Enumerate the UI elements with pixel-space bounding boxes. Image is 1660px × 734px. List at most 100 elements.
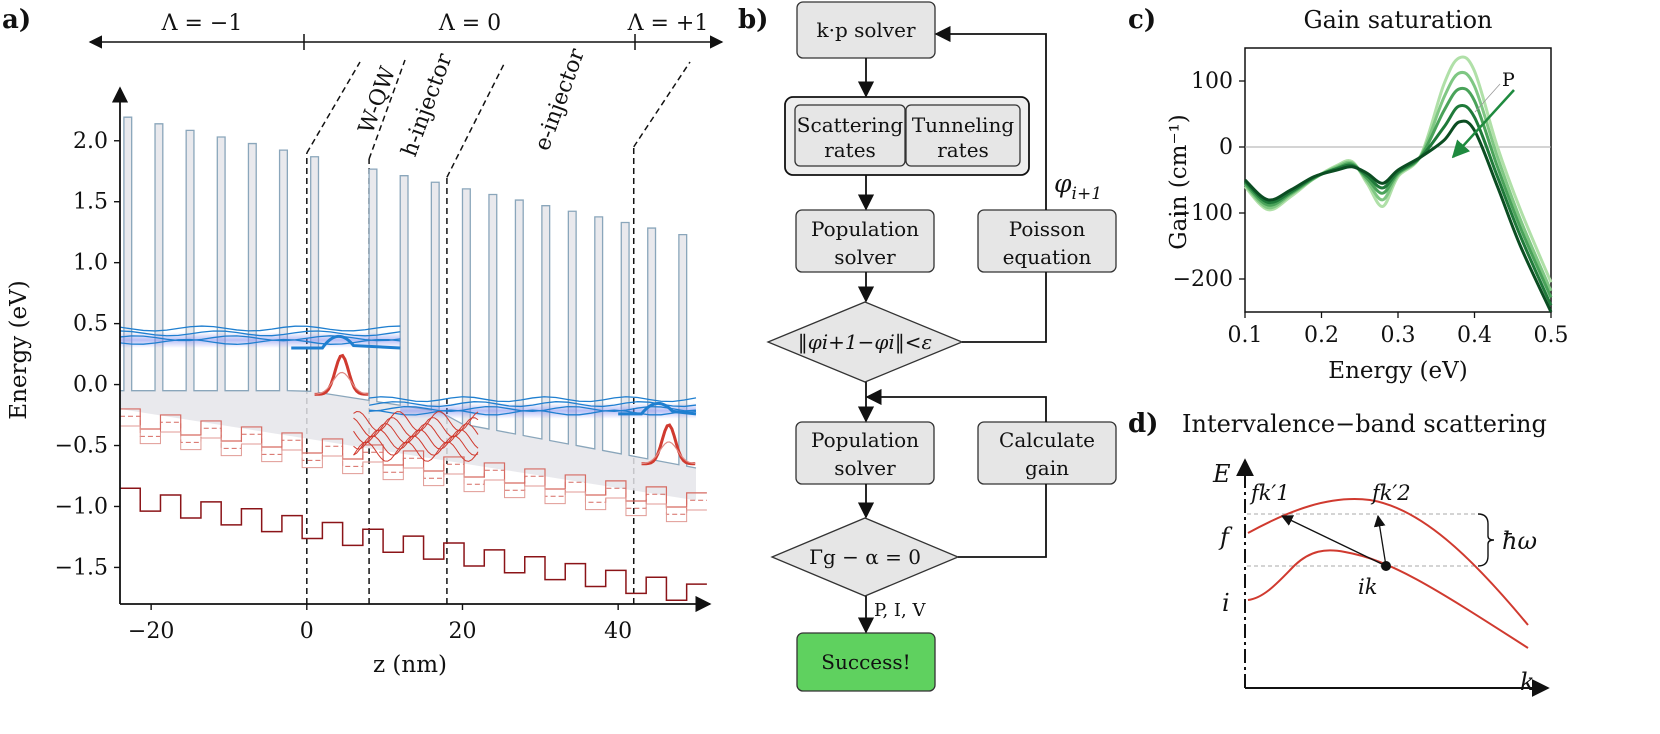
c-ticks: 0.1 0.2 0.3 0.4 0.5 −200 −100 0 100: [1173, 69, 1569, 348]
hole-injector-state: [353, 429, 479, 450]
a-x-tick-label: −20: [128, 619, 174, 644]
valence-band-dark: [120, 487, 707, 601]
hole-injector-state: [353, 441, 479, 462]
scattering-rates-box: [794, 104, 906, 167]
electron-subband-right: [369, 405, 697, 413]
region-boundaries: [306, 59, 691, 604]
a-y-tick-label: 1.0: [73, 251, 108, 276]
region-boundary-leader: [633, 61, 691, 148]
convergence-diamond: [766, 301, 964, 383]
calculate-gain-box: [977, 421, 1117, 485]
a-y-tick-label: 2.0: [73, 129, 108, 154]
a-y-label: Energy (eV): [6, 280, 32, 419]
a-y-tick-label: 1.5: [73, 190, 108, 215]
panel-a-letter: a): [2, 5, 31, 35]
a-y-tick-label: 0.0: [73, 373, 108, 398]
panel-b: b) k·p solver Scattering rates Tunneling…: [738, 1, 1117, 692]
c-title: Gain saturation: [1304, 6, 1493, 34]
electron-subband-left: [119, 325, 401, 332]
d-i-label: i: [1222, 589, 1230, 617]
c-x-tick-label: 0.1: [1228, 323, 1263, 348]
a-y-tick-label: −0.5: [55, 434, 108, 459]
region-label-e-injector: e-injector: [530, 45, 590, 154]
tunneling-rates-line1: Tunneling: [912, 113, 1014, 137]
d-transition-1: [1280, 515, 1387, 567]
lambda-label-0: Λ = 0: [438, 11, 501, 36]
success-label: Success!: [821, 650, 910, 674]
electron-ground-state-left: [291, 334, 401, 350]
threshold-diamond: [770, 517, 960, 597]
tunneling-rates-box: [905, 104, 1021, 167]
c-power-label: P: [1502, 69, 1515, 91]
scattering-rates-line2: rates: [824, 138, 876, 162]
electron-subband-left: [119, 330, 401, 337]
region-boundary-leader: [446, 61, 506, 178]
d-fk2-label: fk′2: [1370, 481, 1411, 505]
c-y-tick-label: 0: [1219, 135, 1233, 160]
kp-solver-label: k·p solver: [816, 18, 915, 42]
c-x-tick-label: 0.2: [1304, 323, 1339, 348]
gain-curve: [1243, 70, 1553, 292]
panel-b-letter: b): [738, 5, 768, 35]
a-x-tick-label: 0: [300, 619, 314, 644]
hole-state-right-2: [641, 441, 696, 465]
c-y-tick-label: 100: [1191, 69, 1233, 94]
d-k-label: k: [1520, 668, 1535, 696]
region-boundary-leader: [368, 59, 406, 160]
c-x-tick-label: 0.5: [1534, 323, 1569, 348]
region-label-h-injector: h-injector: [397, 50, 457, 160]
gain-curve: [1243, 119, 1553, 313]
d-initial-state: [1381, 561, 1391, 571]
hole-ground-state-right: [641, 423, 696, 466]
c-x-tick-label: 0.3: [1381, 323, 1416, 348]
hole-injector-state: [353, 423, 479, 444]
d-hw-label: ħω: [1502, 527, 1537, 555]
panel-a: a) Λ = −1 Λ = 0 Λ = +1 W-QW h-injector e…: [2, 5, 724, 678]
convergence-label: ‖φi+1−φi‖<ε: [798, 330, 933, 355]
valence-band-lighter: [120, 425, 707, 523]
panel-d: d) Intervalence−band scattering E k f i …: [1128, 409, 1550, 697]
c-power-arrow: [1451, 89, 1515, 159]
phi-label: φi+1: [1054, 169, 1102, 204]
a-y-tick-label: −1.0: [55, 494, 108, 519]
hole-state-left-2: [314, 371, 369, 395]
population-solver-1-line2: solver: [834, 245, 896, 269]
a-x-label: z (nm): [373, 652, 447, 678]
threshold-label: Γg − α = 0: [809, 545, 921, 569]
electron-subband-left: [119, 335, 401, 342]
d-f-label: f: [1218, 523, 1233, 551]
hole-injector-state: [353, 411, 479, 432]
d-fk1-label: fk′1: [1249, 481, 1290, 505]
c-x-tick-label: 0.4: [1457, 323, 1492, 348]
c-y-label: Gain (cm⁻¹): [1166, 114, 1192, 250]
a-y-tick-label: 0.5: [73, 312, 108, 337]
c-y-tick-label: −100: [1173, 201, 1233, 226]
conduction-band-edge: [120, 116, 697, 469]
d-ik-label: ik: [1358, 575, 1377, 599]
a-x-tick-label: 20: [448, 619, 476, 644]
c-y-tick-label: −200: [1173, 267, 1233, 292]
poisson-line1: Poisson: [1009, 217, 1086, 241]
population-solver-1-line1: Population: [811, 217, 919, 241]
c-power-leader: [1474, 83, 1501, 113]
calculate-gain-line2: gain: [1025, 456, 1069, 480]
hole-injector-state: [353, 435, 479, 456]
electron-subband-right: [368, 401, 697, 408]
d-title: Intervalence−band scattering: [1182, 410, 1547, 438]
hole-ground-state-left: [314, 353, 369, 396]
poisson-line2: equation: [1003, 245, 1092, 269]
band-diagram: [119, 116, 707, 601]
tunneling-rates-line2: rates: [937, 138, 989, 162]
lambda-label-plus1: Λ = +1: [627, 11, 709, 36]
electron-ground-state-right: [618, 401, 697, 416]
poisson-box: [977, 209, 1117, 273]
d-transition-2: [1373, 514, 1387, 567]
c-x-label: Energy (eV): [1328, 358, 1467, 384]
region-label-wqw: W-QW: [354, 63, 401, 137]
electron-subband-left: [119, 338, 401, 345]
flow-arrows: [857, 25, 1047, 634]
scattering-rates-line1: Scattering: [797, 113, 904, 137]
